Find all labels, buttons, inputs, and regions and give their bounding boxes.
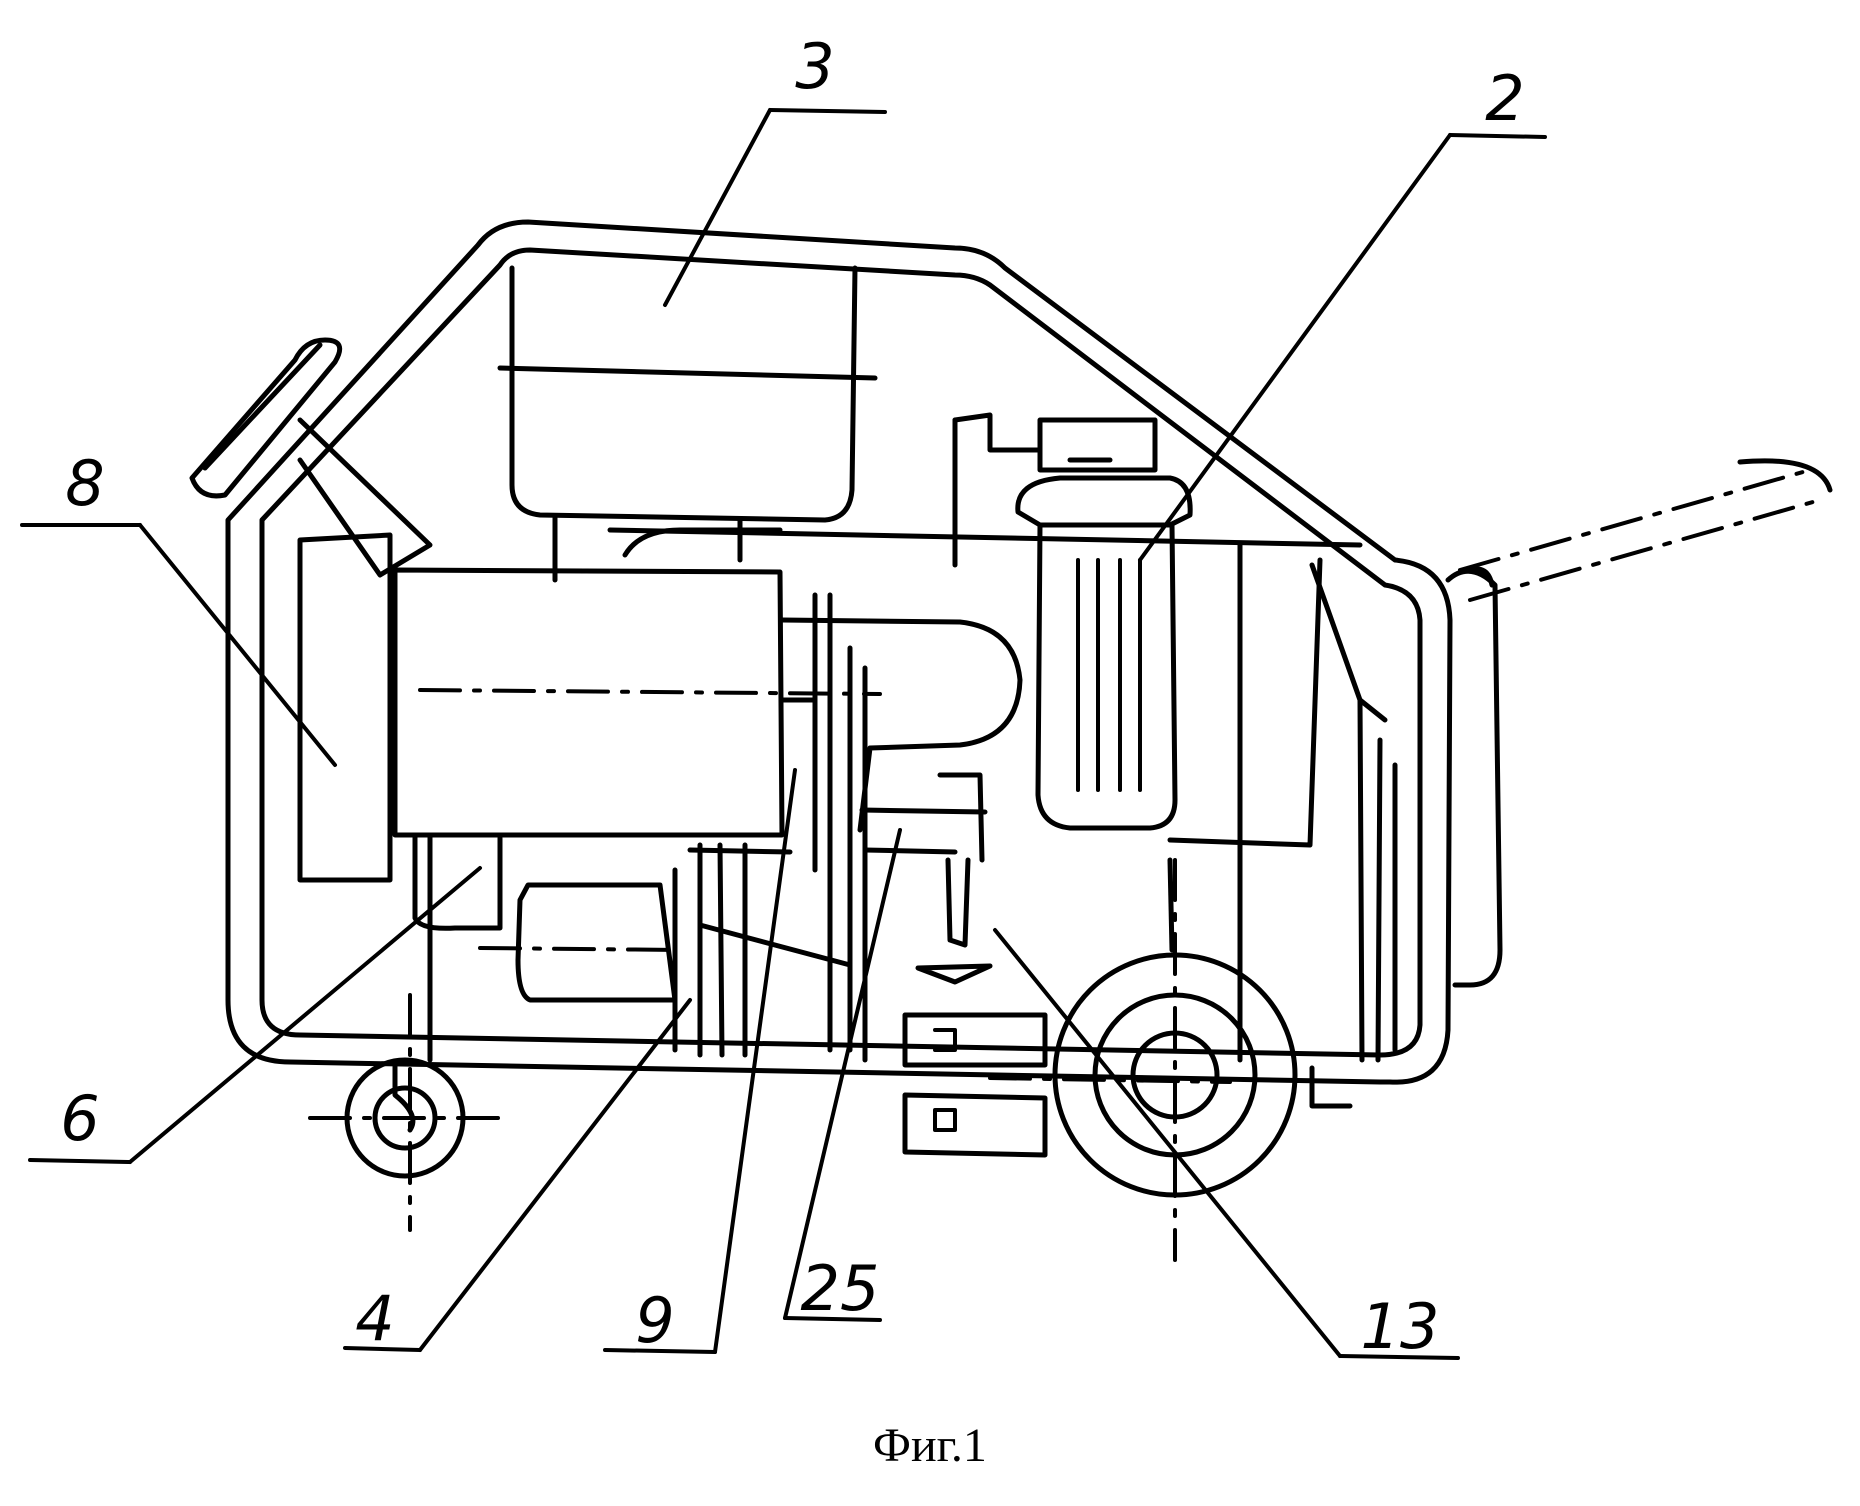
rear-handle	[1448, 569, 1500, 985]
callout-9: 9	[635, 1284, 674, 1357]
castor-wheel	[310, 835, 500, 1230]
filter	[1018, 478, 1190, 828]
compressor-block	[300, 530, 880, 880]
callout-2: 2	[1485, 62, 1524, 135]
figure-caption: Фиг.1	[0, 1418, 1860, 1473]
right-housing	[1170, 545, 1395, 1060]
callout-3: 3	[795, 30, 834, 103]
callout-4: 4	[355, 1282, 394, 1355]
extended-handle-dashed	[1460, 461, 1830, 600]
tubular-frame	[228, 222, 1450, 1106]
callout-8: 8	[65, 447, 104, 520]
callout-25: 25	[801, 1252, 880, 1325]
callout-6: 6	[60, 1082, 99, 1155]
rear-wheel	[990, 860, 1295, 1260]
battery-boxes	[905, 1015, 1045, 1155]
motor	[782, 595, 1020, 1060]
callout-13: 13	[1361, 1290, 1440, 1363]
